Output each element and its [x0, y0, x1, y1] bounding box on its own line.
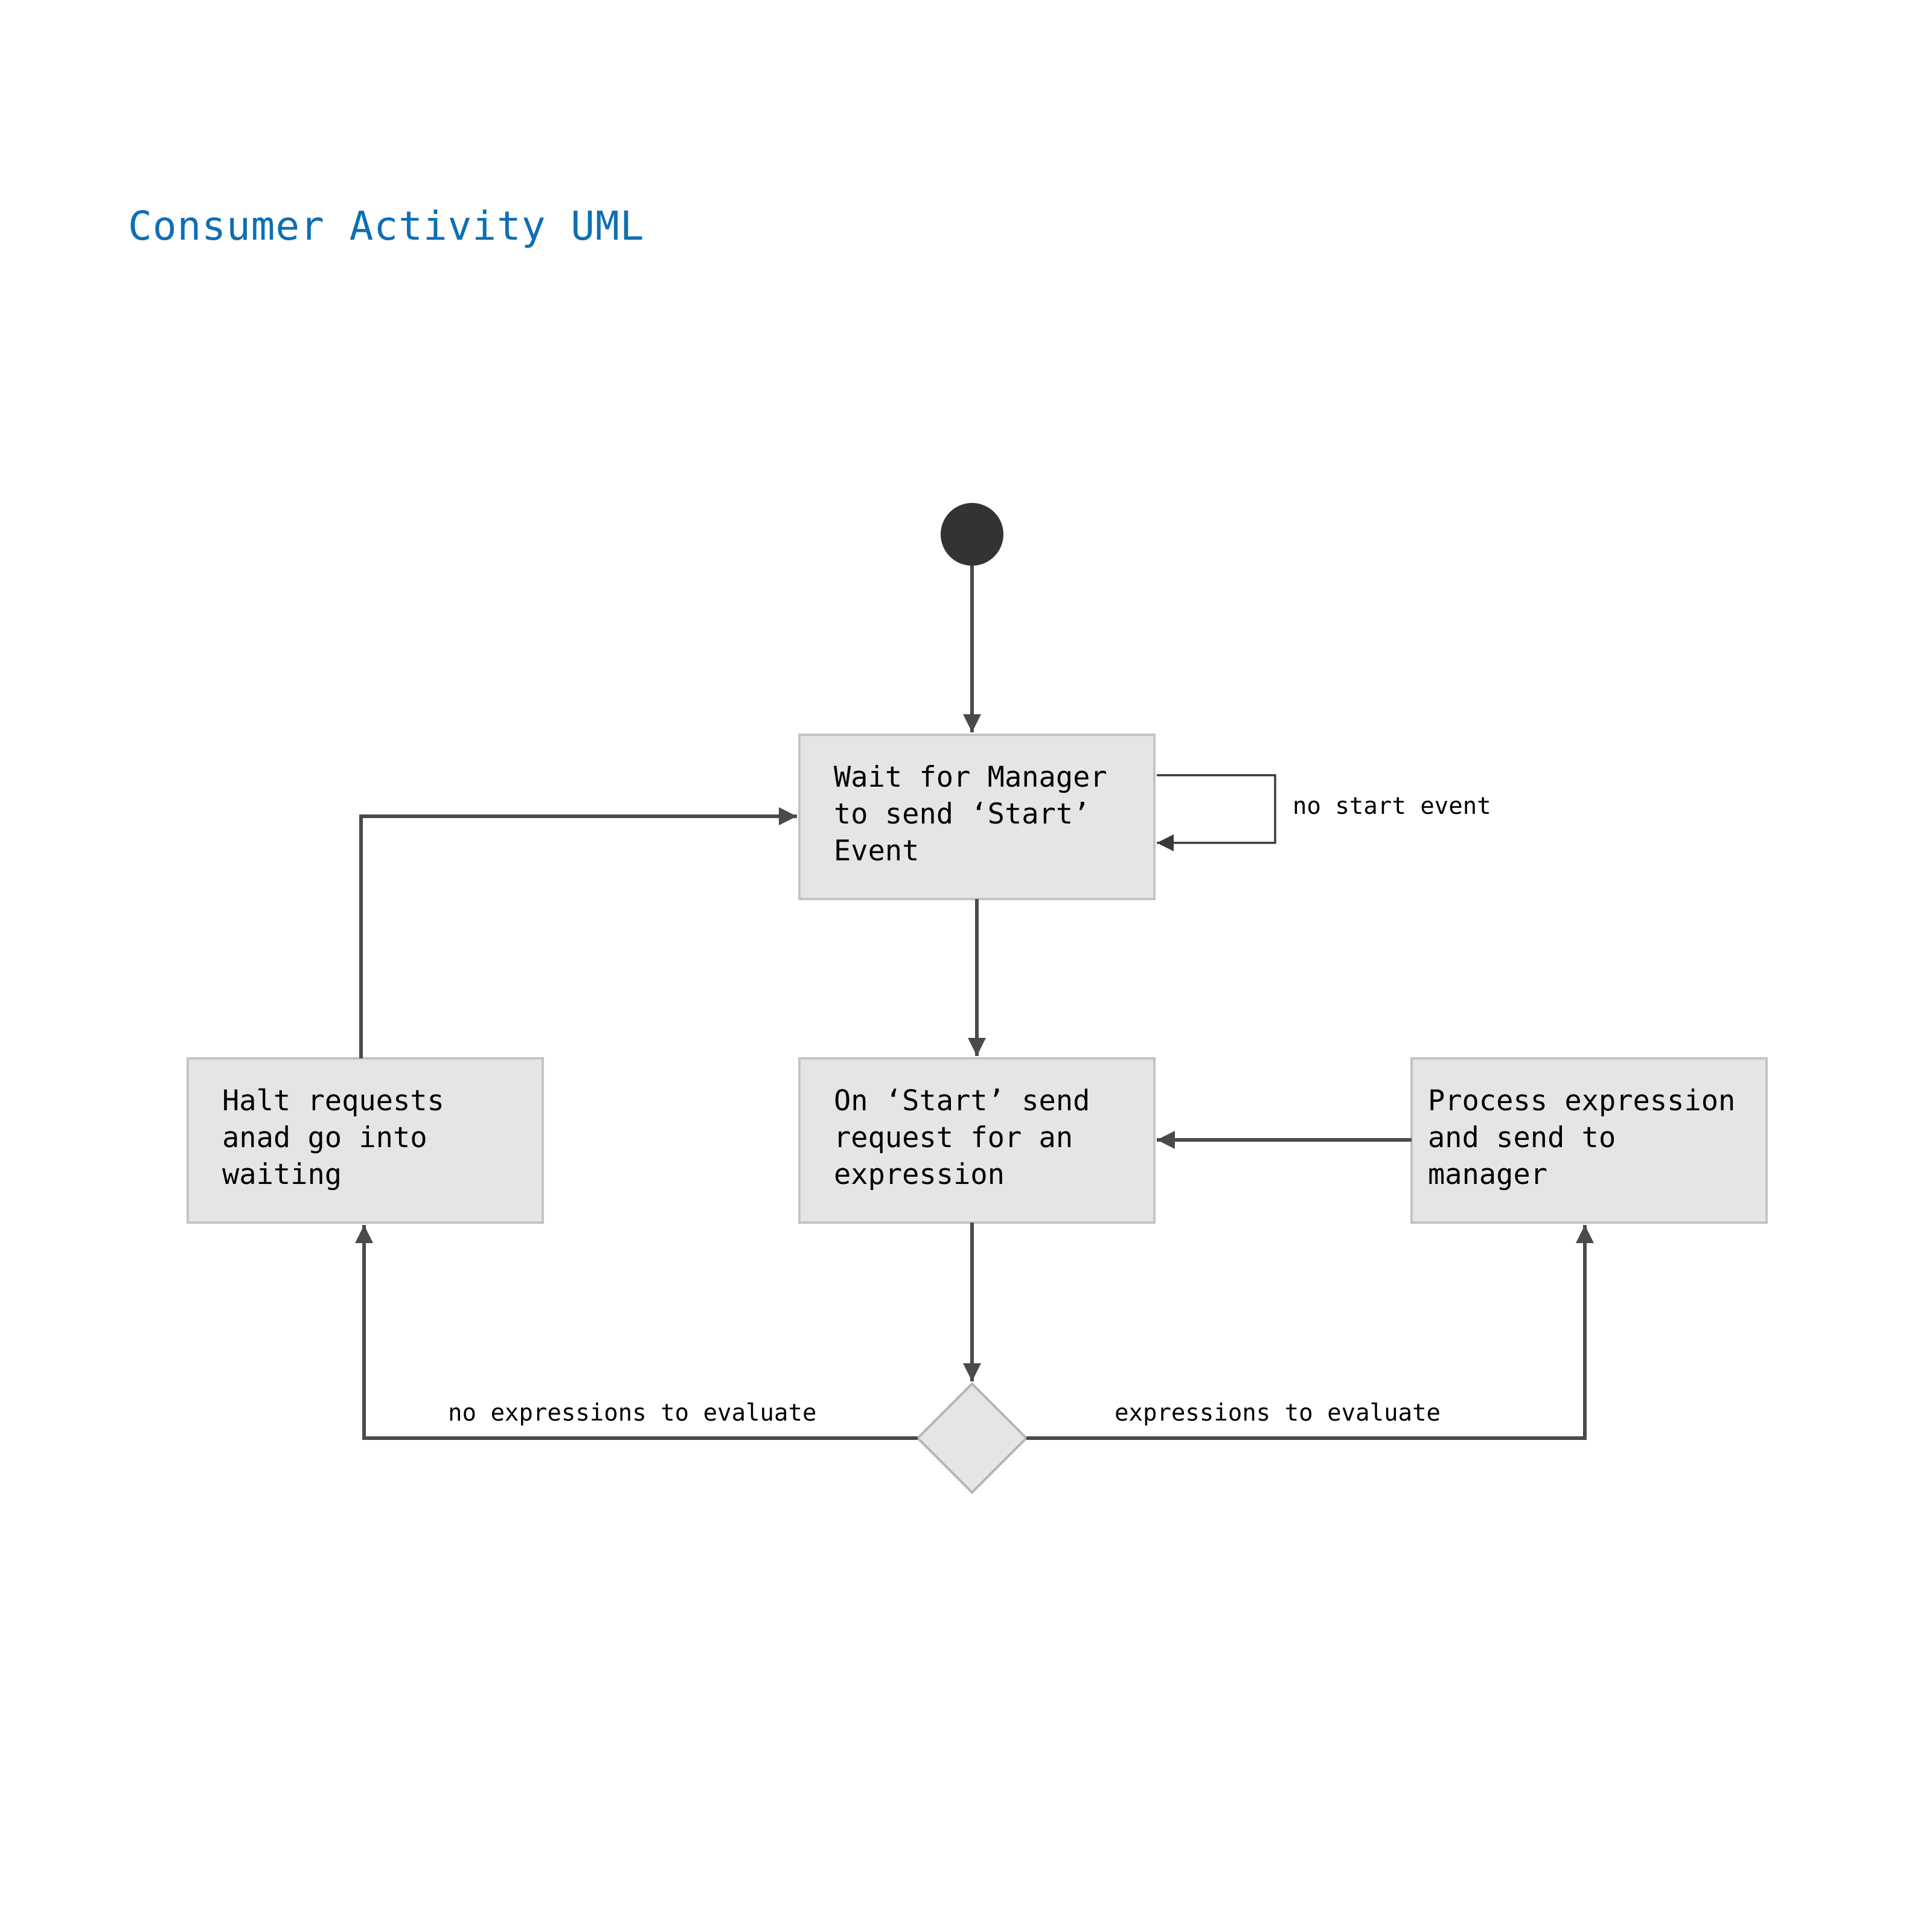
edge-halt-to-wait: [359, 807, 797, 1058]
edge-decision-to-process: [1026, 1225, 1594, 1440]
node-process-label: Process expression and send to manager: [1428, 1084, 1736, 1191]
start-node: [941, 503, 1003, 566]
node-request-box: [798, 1057, 1156, 1224]
edge-self-loop: [1157, 774, 1276, 851]
edge-label-no-expressions: no expressions to evaluate: [448, 1399, 817, 1427]
node-wait-label: Wait for Manager to send ‘Start’ Event: [834, 761, 1107, 868]
node-request-label: On ‘Start’ send request for an expressio…: [834, 1084, 1090, 1191]
decision-node: [916, 1382, 1028, 1494]
edge-decision-to-halt: [355, 1225, 918, 1440]
node-halt-box: [187, 1057, 544, 1224]
edge-label-has-expressions: expressions to evaluate: [1115, 1399, 1441, 1427]
node-process-box: [1410, 1057, 1768, 1224]
node-wait-box: [798, 734, 1156, 900]
diagram-title: Consumer Activity UML: [128, 203, 645, 249]
node-halt-label: Halt requests anad go into waiting: [222, 1084, 444, 1191]
edge-label-no-start-event: no start event: [1293, 793, 1491, 820]
